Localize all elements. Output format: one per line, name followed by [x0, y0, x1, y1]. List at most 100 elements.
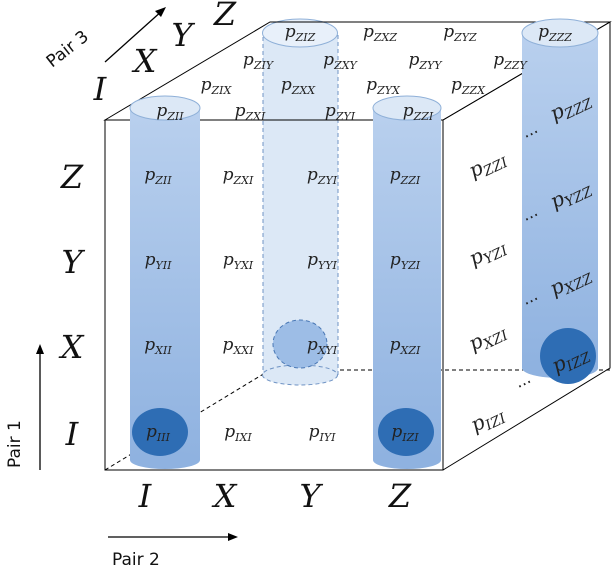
- row-label: I: [65, 415, 80, 453]
- prob-base: p: [363, 22, 374, 42]
- prob-base: p: [390, 165, 401, 185]
- front-cell: pYYI: [307, 250, 337, 272]
- prob-subscript: YZI: [401, 259, 421, 272]
- prob-base: p: [538, 22, 549, 42]
- prob-subscript: III: [156, 431, 171, 444]
- pair1-arrowhead-icon: [36, 344, 44, 354]
- front-cell: pYZI: [390, 250, 421, 272]
- top-cell: pZIY: [243, 50, 275, 72]
- top-cell: pZZY: [493, 50, 528, 72]
- pair2-label: Pair 2: [112, 550, 160, 570]
- prob-subscript: ZIZ: [295, 31, 316, 44]
- highlight-iii: [132, 408, 188, 456]
- row-label: X: [58, 328, 85, 366]
- top-cell: pZYZ: [443, 22, 477, 44]
- prob-base: p: [243, 50, 254, 70]
- prob-subscript: ZZX: [461, 84, 486, 97]
- prob-subscript: ZYI: [317, 174, 338, 187]
- prob-subscript: ZYX: [376, 84, 401, 97]
- top-cell: pZIX: [201, 75, 233, 97]
- depth-label: Y: [171, 16, 195, 54]
- pair3-arrowhead-icon: [155, 7, 166, 17]
- front-cell: pXII: [144, 335, 172, 357]
- prob-base: p: [403, 101, 414, 121]
- column-label: X: [211, 477, 238, 515]
- prob-subscript: ZYI: [335, 110, 356, 123]
- depth-label: I: [93, 70, 108, 108]
- prob-subscript: XYI: [317, 344, 338, 357]
- prob-base: p: [281, 75, 292, 95]
- prob-base: p: [223, 250, 234, 270]
- front-cell: pZYI: [307, 165, 338, 187]
- prob-base: p: [235, 101, 246, 121]
- top-cell: pZZX: [451, 75, 486, 97]
- top-cell: pZII: [156, 101, 184, 123]
- column-label: I: [138, 477, 153, 515]
- prob-base: p: [443, 22, 454, 42]
- prob-subscript: ZYY: [418, 59, 443, 72]
- front-cell: pIXI: [224, 422, 252, 444]
- prob-subscript: YYI: [318, 259, 338, 272]
- pair1-label: Pair 1: [5, 420, 25, 468]
- front-cell: pZXI: [223, 165, 254, 187]
- front-cell: pXYI: [307, 335, 338, 357]
- prob-subscript: XII: [154, 344, 172, 357]
- prob-subscript: XXI: [232, 344, 254, 357]
- pair3-label: Pair 3: [43, 27, 93, 72]
- prob-subscript: ZIX: [211, 84, 233, 97]
- prob-base: p: [390, 250, 401, 270]
- prob-base: p: [156, 101, 167, 121]
- side-cell-front: pXZI: [465, 318, 511, 359]
- cylinder-back-light: [262, 18, 339, 386]
- prob-subscript: ZXI: [233, 174, 254, 187]
- highlight-xyi: [272, 319, 328, 369]
- top-cell: pZXZ: [363, 22, 397, 44]
- prob-subscript: ZZY: [503, 59, 528, 72]
- cube-front-face: [104, 119, 444, 471]
- prob-subscript: ZYZ: [453, 31, 477, 44]
- top-cell: pZZZ: [538, 22, 572, 44]
- prob-subscript: ZXI: [245, 110, 266, 123]
- depth-label: Z: [213, 0, 237, 33]
- ellipsis-dots: ...: [519, 285, 541, 309]
- prob-base: p: [451, 75, 462, 95]
- column-label: Y: [299, 477, 323, 515]
- prob-subscript: ZII: [154, 174, 172, 187]
- prob-base: p: [223, 165, 234, 185]
- ellipsis-dots: ...: [512, 368, 534, 392]
- front-cell: pXXI: [223, 335, 255, 357]
- prob-base: p: [366, 75, 377, 95]
- prob-subscript: ZII: [166, 110, 184, 123]
- side-cell-front: pZZI: [465, 145, 511, 186]
- prob-base: p: [307, 250, 318, 270]
- highlight-izz: [540, 328, 596, 384]
- prob-base: p: [325, 101, 336, 121]
- front-cell: pIII: [146, 422, 171, 444]
- prob-subscript: ZZI: [400, 174, 421, 187]
- prob-subscript: IYI: [318, 431, 336, 444]
- top-cell: pZXI: [235, 101, 266, 123]
- prob-subscript: YII: [155, 259, 172, 272]
- prob-base: p: [307, 165, 318, 185]
- prob-subscript: YXI: [234, 259, 254, 272]
- prob-subscript: ZIY: [253, 59, 275, 72]
- prob-subscript: ZXX: [291, 84, 316, 97]
- top-cell: pZYY: [408, 50, 443, 72]
- cylinder-front-left: [129, 95, 201, 469]
- prob-subscript: IXI: [234, 431, 252, 444]
- prob-subscript: ZXZ: [373, 31, 397, 44]
- ellipsis-dots: ...: [519, 201, 541, 225]
- front-cell: pIYI: [309, 422, 336, 444]
- prob-base: p: [201, 75, 212, 95]
- prob-base: p: [309, 422, 320, 442]
- prob-base: p: [146, 422, 157, 442]
- prob-base: p: [323, 50, 334, 70]
- prob-base: p: [224, 422, 235, 442]
- prob-subscript: ZXY: [333, 59, 358, 72]
- cylinder-right-back: [521, 18, 599, 384]
- front-cell: pZII: [144, 165, 172, 187]
- top-cell: pZYI: [325, 101, 356, 123]
- prob-subscript: ZZI: [413, 110, 434, 123]
- pair2-arrowhead-icon: [228, 533, 238, 541]
